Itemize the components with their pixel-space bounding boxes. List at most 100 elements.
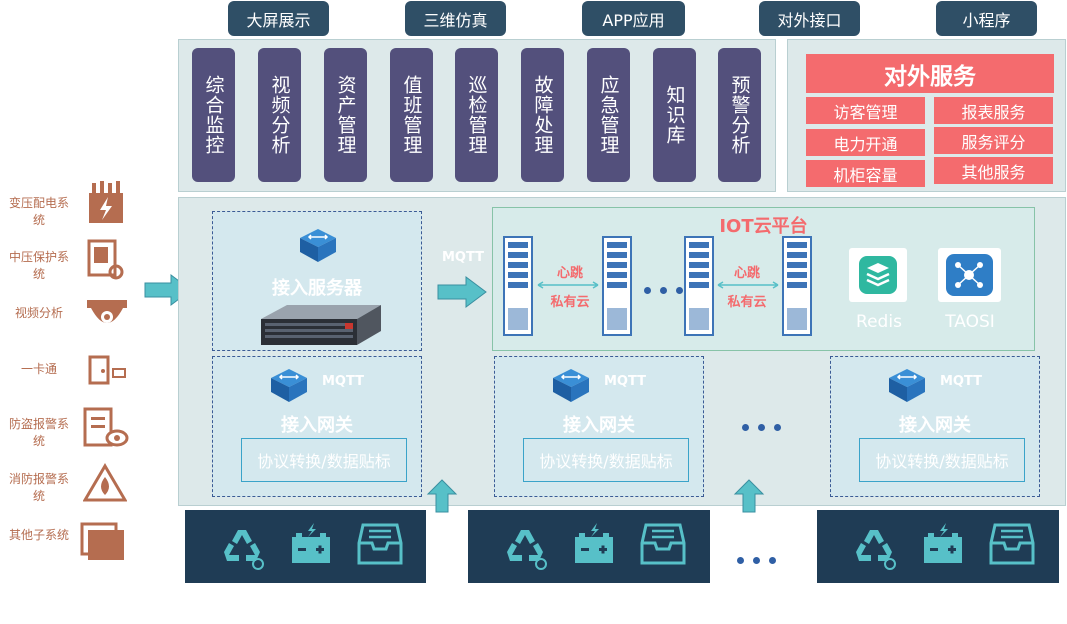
battery-icon bbox=[924, 523, 962, 563]
heartbeat-connector-2-icon bbox=[717, 281, 779, 289]
gateway-1-label: 接入网关 bbox=[281, 415, 353, 436]
tab-app[interactable]: APP应用 bbox=[582, 1, 685, 36]
service-other[interactable]: 其他服务 bbox=[934, 157, 1053, 184]
external-services-title: 对外服务 bbox=[806, 54, 1054, 93]
dot bbox=[742, 424, 749, 431]
service-rack-capacity[interactable]: 机柜容量 bbox=[806, 160, 925, 187]
anti-theft-icon bbox=[83, 407, 129, 447]
service-power-activation[interactable]: 电力开通 bbox=[806, 129, 925, 156]
gateway-3-mqtt: MQTT bbox=[940, 374, 983, 389]
heartbeat-connector-1-icon bbox=[537, 281, 599, 289]
taosi-icon bbox=[946, 254, 993, 296]
module-warning-analysis[interactable]: 预警分析 bbox=[718, 48, 761, 182]
dot bbox=[769, 557, 776, 564]
iot-platform-title: IOT云平台 bbox=[719, 216, 808, 237]
tab-external-api[interactable]: 对外接口 bbox=[759, 1, 860, 36]
subsystem-label-anti-theft: 防盗报警系统 bbox=[9, 417, 70, 448]
gateway-3-label: 接入网关 bbox=[899, 415, 971, 436]
rack-server-icon bbox=[261, 305, 381, 345]
battery-icon bbox=[292, 523, 330, 563]
storage-tray-icon bbox=[989, 523, 1035, 565]
access-server-label: 接入服务器 bbox=[272, 278, 362, 299]
subsystem-label-mv-protection: 中压保护系统 bbox=[9, 250, 70, 281]
private-cloud-label-2: 私有云 bbox=[727, 295, 767, 310]
subsystem-label-transformer: 变压配电系统 bbox=[9, 196, 70, 227]
protection-icon bbox=[87, 239, 124, 280]
switch-icon bbox=[553, 369, 589, 402]
gateway-ellipsis bbox=[742, 424, 781, 431]
service-visitor-management[interactable]: 访客管理 bbox=[806, 97, 925, 124]
taosi-logo bbox=[938, 248, 1001, 302]
up-arrow-1-icon bbox=[426, 479, 458, 513]
external-services-panel: 对外服务 访客管理 报表服务 电力开通 服务评分 机柜容量 其他服务 bbox=[787, 39, 1066, 192]
switch-icon bbox=[271, 369, 307, 402]
fire-alarm-icon bbox=[83, 463, 127, 502]
tab-3d-simulation[interactable]: 三维仿真 bbox=[405, 1, 506, 36]
dot bbox=[774, 424, 781, 431]
battery-icon bbox=[575, 523, 613, 563]
module-integrated-monitoring[interactable]: 综合监控 bbox=[192, 48, 235, 182]
module-emergency-management[interactable]: 应急管理 bbox=[587, 48, 630, 182]
module-knowledge-base[interactable]: 知识库 bbox=[653, 48, 696, 182]
gateway-1-protocol: 协议转换/数据贴标 bbox=[241, 438, 407, 482]
recycle-icon bbox=[856, 530, 896, 570]
dot bbox=[758, 424, 765, 431]
subsystem-label-card: 一卡通 bbox=[20, 362, 57, 376]
recycle-icon bbox=[507, 530, 547, 570]
subsystem-label-other: 其他子系统 bbox=[9, 528, 70, 542]
redis-logo bbox=[849, 248, 907, 302]
gateway-2-label: 接入网关 bbox=[563, 415, 635, 436]
taosi-label: TAOSI bbox=[945, 312, 995, 332]
application-modules-panel: 综合监控 视频分析 资产管理 值班管理 巡检管理 故障处理 应急管理 知识库 预… bbox=[178, 39, 776, 192]
gateway-box-3: MQTT 接入网关 协议转换/数据贴标 bbox=[830, 356, 1040, 497]
gateway-box-2: MQTT 接入网关 协议转换/数据贴标 bbox=[494, 356, 704, 497]
other-systems-icon bbox=[80, 522, 124, 560]
dot bbox=[660, 287, 667, 294]
tab-mini-program[interactable]: 小程序 bbox=[936, 1, 1037, 36]
cloud-server-1-icon bbox=[503, 236, 533, 336]
redis-label: Redis bbox=[856, 312, 902, 332]
module-asset-management[interactable]: 资产管理 bbox=[324, 48, 367, 182]
transformer-icon bbox=[89, 181, 123, 223]
dot bbox=[737, 557, 744, 564]
switch-icon bbox=[889, 369, 925, 402]
redis-icon bbox=[859, 256, 897, 294]
mqtt-arrow-icon bbox=[437, 276, 487, 308]
service-report[interactable]: 报表服务 bbox=[934, 97, 1053, 124]
door-card-icon bbox=[88, 355, 126, 385]
tab-large-screen[interactable]: 大屏展示 bbox=[228, 1, 329, 36]
access-server-box: 接入服务器 bbox=[212, 211, 422, 351]
camera-icon bbox=[87, 300, 127, 323]
device-block-3 bbox=[817, 510, 1059, 583]
gateway-3-protocol: 协议转换/数据贴标 bbox=[859, 438, 1025, 482]
module-fault-handling[interactable]: 故障处理 bbox=[521, 48, 564, 182]
heartbeat-label-2: 心跳 bbox=[733, 266, 760, 281]
iot-platform-box: IOT云平台 心跳 私有云 心跳 私有云 bbox=[492, 207, 1035, 351]
dot bbox=[644, 287, 651, 294]
storage-tray-icon bbox=[640, 523, 686, 565]
dot bbox=[753, 557, 760, 564]
subsystem-label-video: 视频分析 bbox=[14, 306, 63, 320]
device-block-2 bbox=[468, 510, 710, 583]
module-video-analysis[interactable]: 视频分析 bbox=[258, 48, 301, 182]
heartbeat-label-1: 心跳 bbox=[556, 266, 583, 281]
cloud-server-3-icon bbox=[684, 236, 714, 336]
cloud-server-2-icon bbox=[602, 236, 632, 336]
storage-tray-icon bbox=[357, 523, 403, 565]
gateway-2-mqtt: MQTT bbox=[604, 374, 647, 389]
device-ellipsis bbox=[737, 557, 776, 564]
module-duty-management[interactable]: 值班管理 bbox=[390, 48, 433, 182]
server-ellipsis bbox=[644, 287, 683, 294]
mqtt-label-main: MQTT bbox=[442, 250, 485, 265]
gateway-1-mqtt: MQTT bbox=[322, 374, 365, 389]
dot bbox=[676, 287, 683, 294]
module-inspection-management[interactable]: 巡检管理 bbox=[455, 48, 498, 182]
service-rating[interactable]: 服务评分 bbox=[934, 127, 1053, 154]
cloud-server-4-icon bbox=[782, 236, 812, 336]
subsystem-label-fire-alarm: 消防报警系统 bbox=[9, 472, 70, 503]
device-block-1 bbox=[185, 510, 426, 583]
recycle-icon bbox=[224, 530, 264, 570]
gateway-box-1: MQTT 接入网关 协议转换/数据贴标 bbox=[212, 356, 422, 497]
private-cloud-label-1: 私有云 bbox=[550, 295, 590, 310]
switch-icon bbox=[300, 229, 336, 262]
